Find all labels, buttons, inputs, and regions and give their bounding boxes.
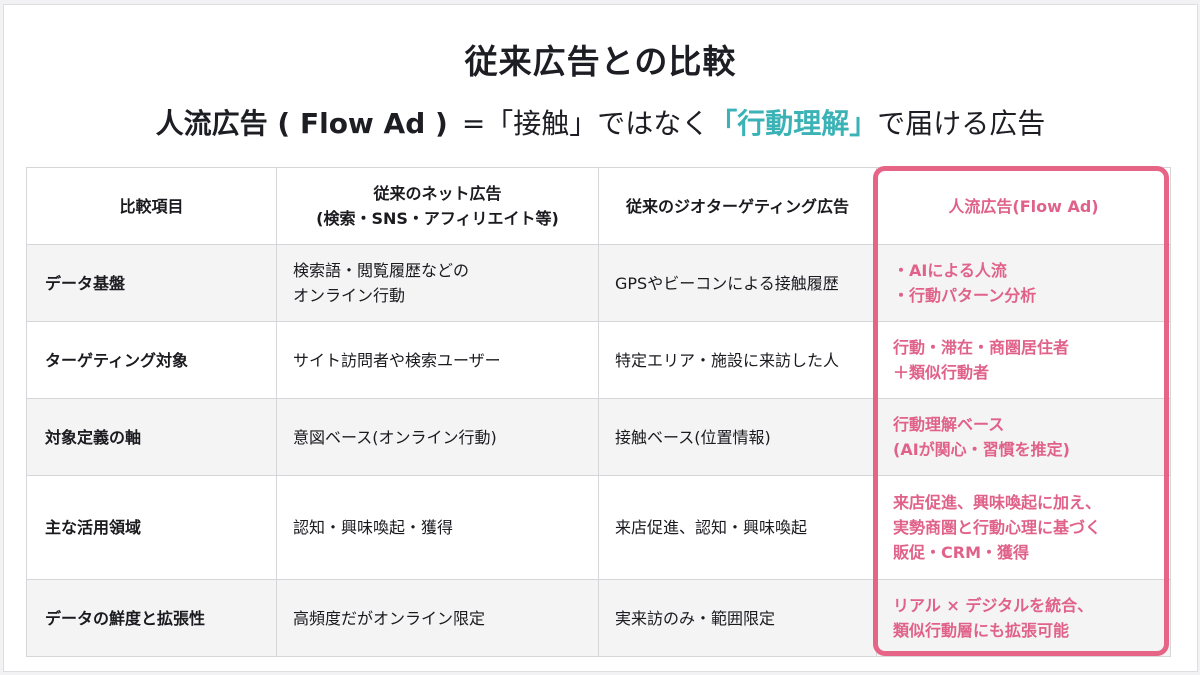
cell-net: 検索語・閲覧履歴などのオンライン行動 (276, 244, 599, 322)
cell-net: 認知・興味喚起・獲得 (276, 475, 599, 580)
cell-net: 高頻度だがオンライン限定 (276, 579, 599, 657)
cell-geo: 接触ベース(位置情報) (598, 398, 877, 476)
table-row: ターゲティング対象 サイト訪問者や検索ユーザー 特定エリア・施設に来訪した人 行… (26, 321, 1171, 399)
cell-net: 意図ベース(オンライン行動) (276, 398, 599, 476)
header-flow-ad: 人流広告(Flow Ad) (876, 167, 1171, 245)
subtitle: 人流広告 ( Flow Ad ) =「接触」ではなく「行動理解」で届ける広告 (4, 102, 1197, 142)
subtitle-accent: 「行動理解」 (709, 107, 878, 140)
header-geo-ads: 従来のジオターゲティング広告 (598, 167, 877, 245)
page-title: 従来広告との比較 (464, 42, 737, 81)
table-row: 主な活用領域 認知・興味喚起・獲得 来店促進、認知・興味喚起 来店促進、興味喚起… (26, 475, 1171, 580)
row-item: データ基盤 (26, 244, 277, 322)
cell-flow: 来店促進、興味喚起に加え、実勢商圏と行動心理に基づく販促・CRM・獲得 (876, 475, 1171, 580)
table-row: 対象定義の軸 意図ベース(オンライン行動) 接触ベース(位置情報) 行動理解ベー… (26, 398, 1171, 476)
row-item: ターゲティング対象 (26, 321, 277, 399)
table-row: データの鮮度と拡張性 高頻度だがオンライン限定 実来訪のみ・範囲限定 リアル ×… (26, 579, 1171, 657)
cell-geo: 来店促進、認知・興味喚起 (598, 475, 877, 580)
cell-geo: 特定エリア・施設に来訪した人 (598, 321, 877, 399)
subtitle-part2: で届ける広告 (877, 107, 1046, 140)
cell-flow: ・AIによる人流・行動パターン分析 (876, 244, 1171, 322)
table-header-row: 比較項目 従来のネット広告(検索・SNS・アフィリエイト等) 従来のジオターゲテ… (26, 167, 1171, 245)
row-item: データの鮮度と拡張性 (26, 579, 277, 657)
header-net-ads: 従来のネット広告(検索・SNS・アフィリエイト等) (276, 167, 599, 245)
cell-flow: 行動理解ベース(AIが関心・習慣を推定) (876, 398, 1171, 476)
subtitle-part1: =「接触」ではなく (461, 107, 710, 140)
row-item: 主な活用領域 (26, 475, 277, 580)
cell-flow: 行動・滞在・商圏居住者＋類似行動者 (876, 321, 1171, 399)
cell-flow: リアル × デジタルを統合、類似行動層にも拡張可能 (876, 579, 1171, 657)
subtitle-brand: 人流広告 ( Flow Ad ) (155, 107, 448, 140)
comparison-table: 比較項目 従来のネット広告(検索・SNS・アフィリエイト等) 従来のジオターゲテ… (26, 167, 1171, 657)
row-item: 対象定義の軸 (26, 398, 277, 476)
cell-geo: 実来訪のみ・範囲限定 (598, 579, 877, 657)
cell-net: サイト訪問者や検索ユーザー (276, 321, 599, 399)
header-item: 比較項目 (26, 167, 277, 245)
table-row: データ基盤 検索語・閲覧履歴などのオンライン行動 GPSやビーコンによる接触履歴… (26, 244, 1171, 322)
cell-geo: GPSやビーコンによる接触履歴 (598, 244, 877, 322)
